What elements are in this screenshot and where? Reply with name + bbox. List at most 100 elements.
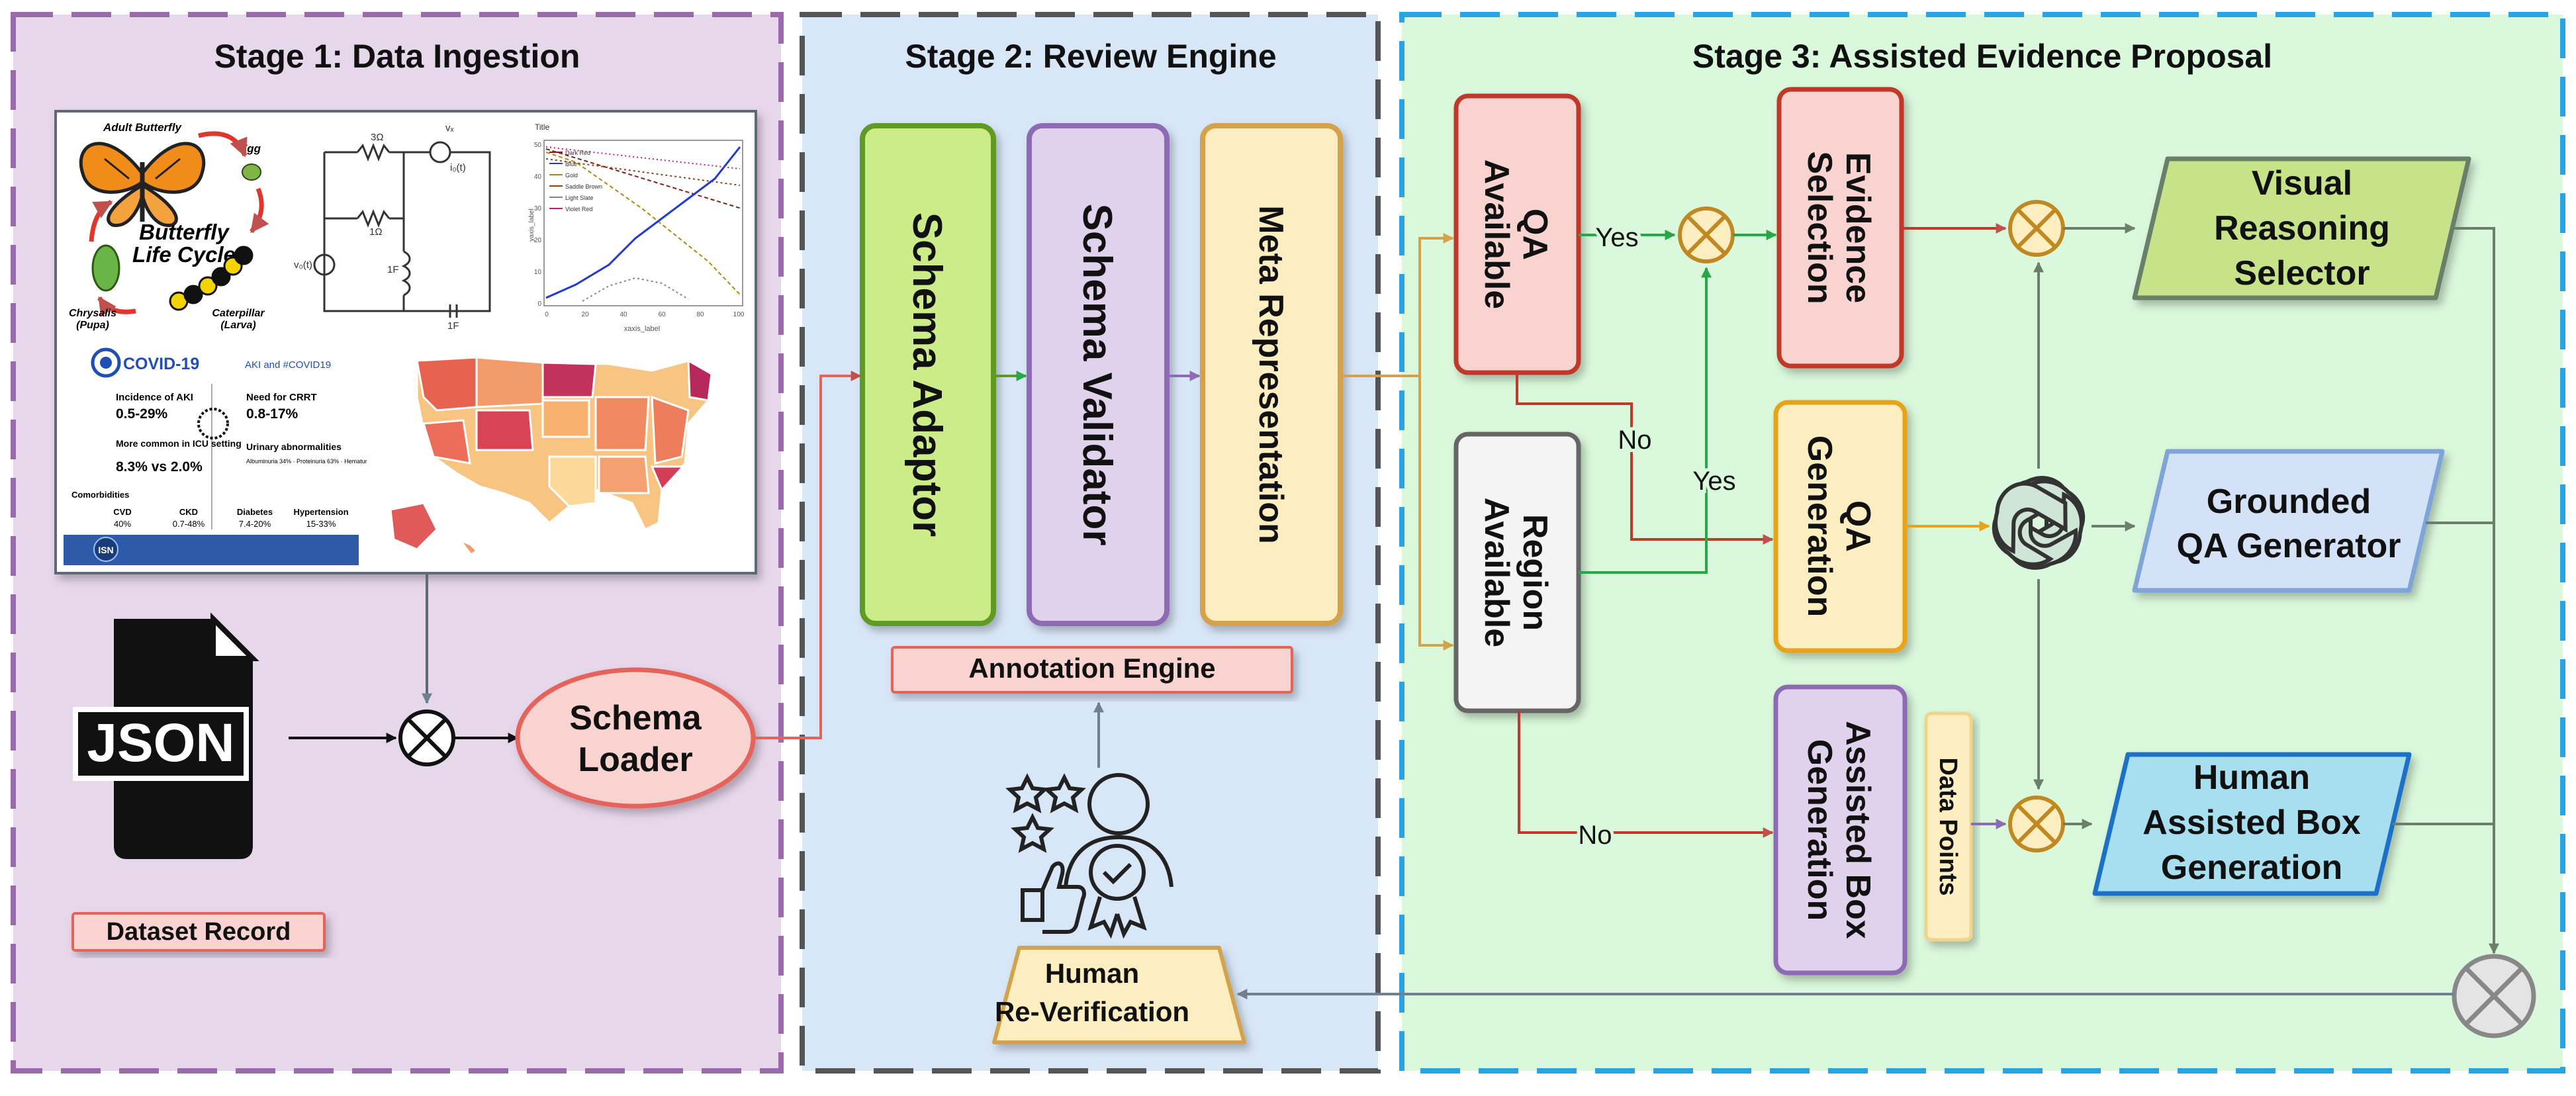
svg-text:Grounded: Grounded: [2207, 482, 2371, 521]
svg-text:JSON: JSON: [87, 713, 234, 773]
svg-text:Visual: Visual: [2252, 164, 2352, 203]
image-collage: Adult Butterfly Egg Butterfly Life Cycle…: [54, 110, 757, 574]
us-choropleth-map-image: [367, 338, 752, 569]
covid-infographic-image: COVID-19 AKI and #COVID19 Incidence of A…: [60, 338, 422, 569]
svg-text:3Ω: 3Ω: [371, 132, 384, 143]
svg-text:Assisted Box: Assisted Box: [1839, 721, 1877, 939]
svg-text:0.5-29%: 0.5-29%: [116, 406, 168, 422]
schema-adaptor-node: Schema Adaptor: [860, 123, 996, 626]
svg-text:QA Generator: QA Generator: [2176, 527, 2401, 565]
plot-ytick: 10: [534, 269, 542, 276]
svg-text:Available: Available: [1477, 498, 1516, 647]
comorbidity-value: 0.7-48%: [173, 519, 205, 529]
svg-text:vₓ: vₓ: [445, 122, 454, 134]
human-reviewer-icon: [1005, 773, 1173, 939]
svg-text:AKI and #COVID19: AKI and #COVID19: [245, 359, 331, 371]
edge-label-no-1: No: [1618, 426, 1651, 455]
schema-loader-node: Schema Loader: [515, 667, 756, 809]
svg-text:Schema: Schema: [569, 699, 702, 737]
svg-text:Generation: Generation: [1800, 739, 1839, 921]
svg-text:Schema Validator: Schema Validator: [1074, 204, 1120, 546]
assisted-box-generation-node: Assisted Box Generation: [1773, 684, 1908, 976]
edge-label-no-2: No: [1578, 821, 1612, 850]
plot-xtick: 100: [733, 311, 745, 318]
svg-text:Region: Region: [1516, 514, 1554, 631]
comorbidity-name: Hypertension: [293, 507, 348, 517]
svg-text:Generation: Generation: [1800, 435, 1839, 617]
annotation-engine-label: Annotation Engine: [891, 646, 1293, 694]
plot-ytick: 0: [537, 300, 541, 308]
plot-xtick: 60: [658, 311, 666, 318]
svg-text:Selector: Selector: [2234, 254, 2369, 293]
visual-reasoning-selector-node: Visual Reasoning Selector: [2132, 156, 2471, 300]
openai-logo-icon: [1981, 468, 2096, 577]
qa-generation-node: QA Generation: [1773, 400, 1908, 653]
plot-legend-entry: Saddle Brown: [565, 183, 602, 190]
svg-text:0.8-17%: 0.8-17%: [246, 406, 299, 422]
merge-node-evidence: [1678, 206, 1735, 263]
svg-text:Need for CRRT: Need for CRRT: [246, 392, 317, 403]
svg-text:8.3% vs 2.0%: 8.3% vs 2.0%: [116, 459, 203, 475]
plot-xtick: 20: [581, 311, 589, 318]
human-assisted-box-generation-node: Human Assisted Box Generation: [2092, 752, 2412, 896]
region-available-node: Region Available: [1453, 432, 1581, 713]
plot-ytick: 30: [534, 205, 542, 212]
svg-text:Selection: Selection: [1800, 151, 1839, 304]
plot-ytick: 40: [534, 173, 542, 181]
svg-text:(Larva): (Larva): [220, 320, 255, 331]
plot-ytick: 20: [534, 237, 542, 244]
svg-text:Available: Available: [1477, 160, 1516, 309]
svg-text:Adult Butterfly: Adult Butterfly: [103, 121, 183, 134]
butterfly-life-cycle-image: Adult Butterfly Egg Butterfly Life Cycle…: [60, 115, 285, 334]
edge-label-yes-1: Yes: [1595, 223, 1638, 252]
svg-text:1Ω: 1Ω: [369, 226, 383, 238]
stage3-title: Stage 3: Assisted Evidence Proposal: [1692, 38, 2272, 75]
svg-text:Human: Human: [2193, 758, 2310, 797]
svg-text:QA: QA: [1516, 208, 1554, 260]
svg-text:Butterfly: Butterfly: [139, 220, 230, 244]
merge-node-box: [2008, 796, 2065, 852]
svg-text:Reasoning: Reasoning: [2214, 209, 2390, 248]
plot-legend-entry: Light Slate: [565, 195, 594, 201]
svg-text:Incidence of AKI: Incidence of AKI: [116, 392, 193, 403]
svg-text:QA: QA: [1839, 500, 1877, 552]
merge-node-final: [2452, 954, 2536, 1038]
svg-text:Loader: Loader: [578, 741, 692, 779]
merge-node-stage1: [398, 709, 455, 766]
plot-legend-entry: Blue: [565, 161, 577, 167]
svg-text:i₀(t): i₀(t): [450, 162, 466, 173]
svg-text:Generation: Generation: [2161, 848, 2343, 887]
grounded-qa-generator-node: Grounded QA Generator: [2132, 449, 2445, 593]
svg-text:COVID-19: COVID-19: [123, 355, 199, 373]
svg-text:Human: Human: [1045, 958, 1139, 989]
dataset-record-label: Dataset Record: [71, 912, 326, 952]
svg-text:Meta Representation: Meta Representation: [1252, 205, 1290, 543]
comorbidity-name: Diabetes: [237, 507, 273, 517]
svg-text:xaxis_label: xaxis_label: [624, 325, 660, 333]
svg-text:More common in ICU setting: More common in ICU setting: [116, 438, 242, 449]
plot-xtick: 0: [545, 311, 549, 318]
meta-representation-node: Meta Representation: [1200, 123, 1343, 626]
comorbidity-name: CKD: [179, 507, 198, 517]
svg-text:v₀(t): v₀(t): [294, 259, 312, 271]
stage1-title: Stage 1: Data Ingestion: [214, 38, 580, 75]
merge-node-reasoning: [2008, 200, 2065, 257]
svg-text:1F: 1F: [447, 320, 459, 332]
plot-legend-entry: Dark Red: [565, 150, 590, 156]
plot-legend-entry: Violet Red: [565, 206, 592, 212]
comorbidity-value: 40%: [114, 519, 131, 529]
svg-text:ISN: ISN: [98, 545, 113, 555]
svg-text:Evidence: Evidence: [1839, 152, 1877, 303]
svg-text:(Pupa): (Pupa): [76, 320, 109, 331]
svg-text:Life Cycle: Life Cycle: [132, 242, 236, 267]
plot-xtick: 80: [696, 311, 704, 318]
loader-to-adaptor-arrow: [753, 371, 862, 739]
schema-validator-node: Schema Validator: [1027, 123, 1170, 626]
svg-text:Data Points: Data Points: [1934, 757, 1962, 895]
svg-text:Chrysalis: Chrysalis: [69, 308, 116, 319]
plot-legend-entry: Gold: [565, 172, 578, 179]
comorbidity-name: CVD: [113, 507, 131, 517]
circuit-diagram-image: 3Ω 1Ω 1F 1F v₀(t) i₀(t) vₓ: [289, 115, 514, 334]
svg-text:Caterpillar: Caterpillar: [212, 308, 265, 319]
